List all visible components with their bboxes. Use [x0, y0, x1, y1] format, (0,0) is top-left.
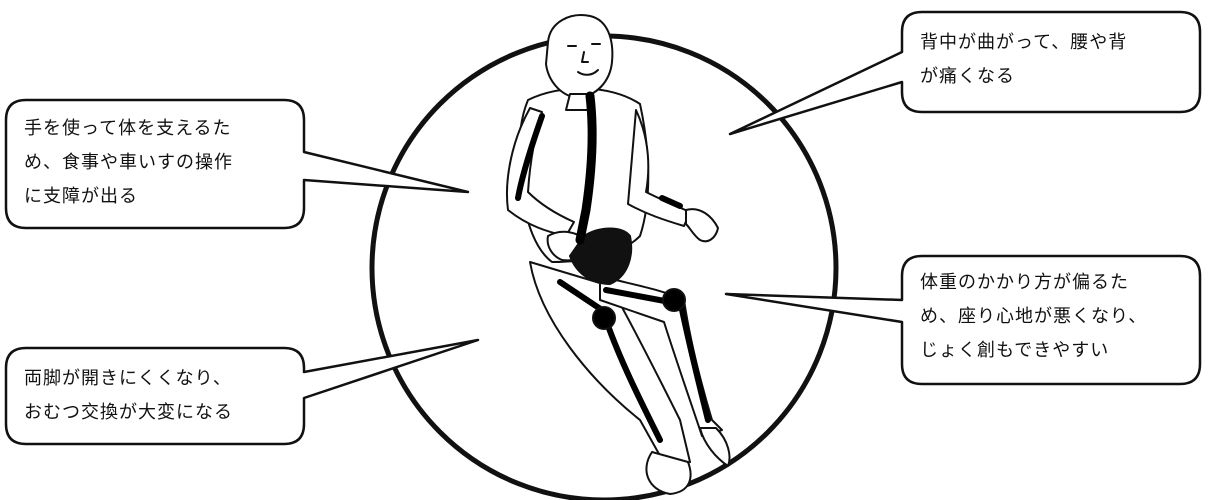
callout-top-left-line-3: に支障が出る — [24, 180, 233, 214]
callout-top-right-line-2: が痛くなる — [920, 60, 1127, 94]
callout-bottom-left: 両脚が開きにくくなり、 おむつ交換が大変になる — [24, 362, 233, 430]
right-hand — [686, 209, 718, 241]
callout-bottom-right: 体重のかかり方が偏るた め、座り心地が悪くなり、 じょく創もできやすい — [920, 266, 1147, 368]
callout-top-left-line-2: め、食事や車いすの操作 — [24, 146, 233, 180]
head — [546, 15, 612, 98]
callout-bottom-left-line-1: 両脚が開きにくくなり、 — [24, 362, 233, 396]
callout-top-right: 背中が曲がって、腰や背 が痛くなる — [920, 26, 1127, 94]
callout-top-right-line-1: 背中が曲がって、腰や背 — [920, 26, 1127, 60]
left-knee-marker — [593, 307, 615, 329]
elderly-man-illustration — [507, 15, 730, 494]
callout-top-left-line-1: 手を使って体を支えるた — [24, 112, 233, 146]
callout-bottom-right-line-2: め、座り心地が悪くなり、 — [920, 300, 1147, 334]
callout-bottom-right-line-1: 体重のかかり方が偏るた — [920, 266, 1147, 300]
callout-bottom-right-line-3: じょく創もできやすい — [920, 334, 1147, 368]
right-knee-marker — [663, 289, 685, 311]
callout-bottom-left-line-2: おむつ交換が大変になる — [24, 396, 233, 430]
callout-top-left: 手を使って体を支えるた め、食事や車いすの操作 に支障が出る — [24, 112, 233, 214]
right-shoe — [700, 428, 730, 466]
